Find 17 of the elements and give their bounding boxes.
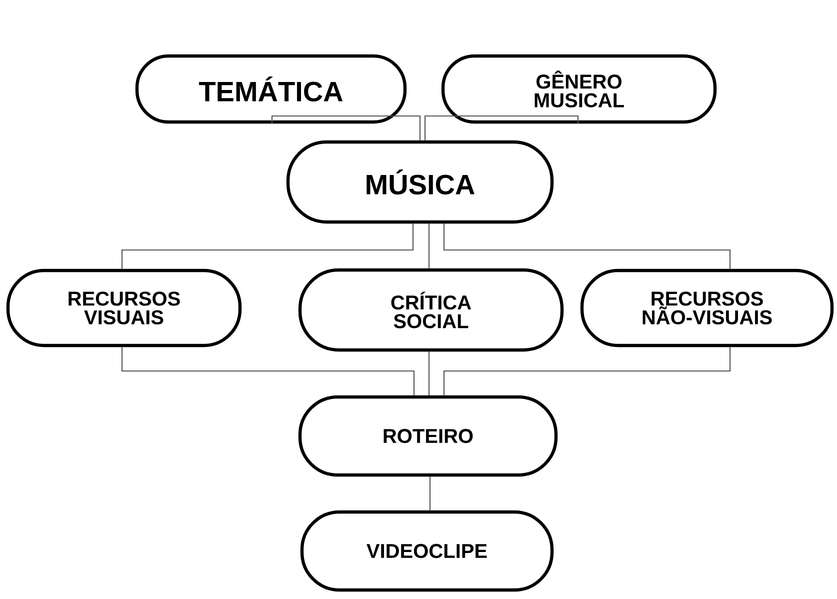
connector-line xyxy=(429,476,431,510)
connector-line xyxy=(428,352,430,396)
connector-line xyxy=(271,115,421,140)
connector-line xyxy=(443,347,731,396)
rounded-box: RECURSOS VISUAIS xyxy=(6,268,242,348)
rounded-box: MÚSICA xyxy=(286,140,554,224)
rounded-box: RECURSOS NÃO-VISUAIS xyxy=(580,268,834,348)
connector-line xyxy=(121,224,414,269)
connector-line xyxy=(424,115,579,140)
rounded-box: TEMÁTICA xyxy=(135,54,407,124)
connector-line xyxy=(443,224,731,269)
rounded-box: CRÍTICA SOCIAL xyxy=(298,268,564,352)
rounded-box: VIDEOCLIPE xyxy=(300,510,554,592)
connector-line xyxy=(428,224,430,268)
connector-line xyxy=(121,347,415,396)
rounded-box: ROTEIRO xyxy=(298,395,558,477)
rounded-box: GÊNERO MUSICAL xyxy=(441,54,717,124)
